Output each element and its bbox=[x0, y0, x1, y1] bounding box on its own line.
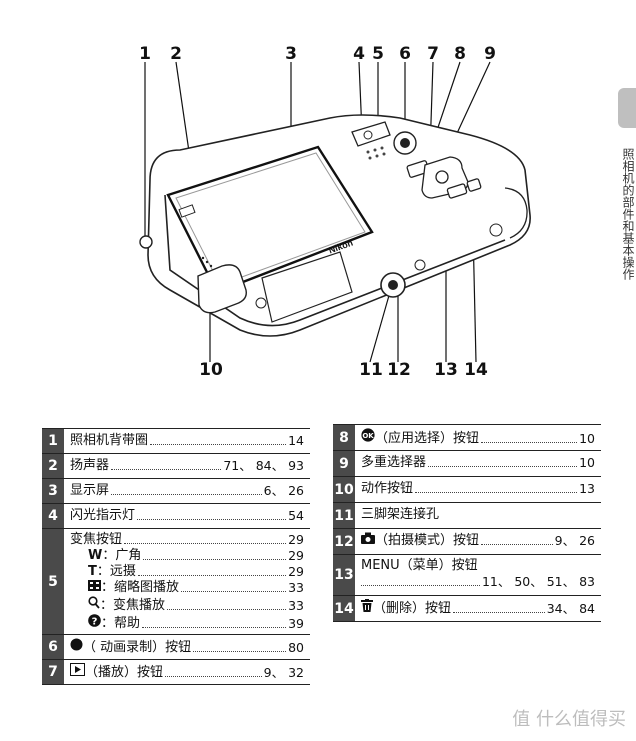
table-row: 6 （ 动画录制）按钮 80 bbox=[42, 635, 310, 660]
page-ref: 34、 84 bbox=[546, 601, 595, 616]
row-number: 2 bbox=[42, 454, 64, 478]
part-label: 显示屏 bbox=[70, 483, 110, 498]
table-row: 7 （播放）按钮 9、 32 bbox=[42, 660, 310, 685]
part-label: 三脚架连接孔 bbox=[361, 507, 440, 522]
part-label: （播放）按钮 bbox=[85, 665, 164, 680]
zoom-playback-icon bbox=[88, 596, 100, 614]
callout-1: 1 bbox=[139, 44, 151, 64]
part-label: MENU（菜单）按钮 bbox=[361, 558, 478, 573]
sub-label: ：远摄 bbox=[96, 564, 136, 579]
sub-label: ：广角 bbox=[102, 548, 142, 563]
part-label: （ 动画录制）按钮 bbox=[83, 640, 192, 655]
callout-7: 7 bbox=[427, 44, 439, 64]
thumbnail-icon bbox=[88, 580, 101, 596]
playback-icon bbox=[70, 663, 85, 681]
sub-label: ：变焦播放 bbox=[100, 598, 166, 613]
page-ref: 80 bbox=[288, 640, 304, 655]
row-number: 1 bbox=[42, 429, 64, 453]
part-label: 动作按钮 bbox=[361, 481, 414, 496]
camera-mode-icon bbox=[361, 532, 375, 549]
record-dot-icon bbox=[70, 638, 83, 656]
table-row: 4 闪光指示灯 54 bbox=[42, 504, 310, 529]
row-number: 6 bbox=[42, 635, 64, 659]
row-number: 11 bbox=[333, 503, 355, 528]
row-number: 8 bbox=[333, 425, 355, 450]
tele-symbol: T bbox=[88, 564, 97, 579]
table-row: 2 扬声器 71、 84、 93 bbox=[42, 454, 310, 479]
part-label: 变焦按钮 bbox=[70, 532, 123, 547]
page-ref: 39 bbox=[288, 616, 304, 631]
table-row: 8 OK（应用选择）按钮 10 bbox=[333, 425, 601, 451]
page-ref: 6、 26 bbox=[263, 483, 304, 498]
page-ref: 29 bbox=[288, 548, 304, 563]
part-label: 多重选择器 bbox=[361, 455, 427, 470]
callout-9: 9 bbox=[484, 44, 496, 64]
row-number: 3 bbox=[42, 479, 64, 503]
table-row: 3 显示屏 6、 26 bbox=[42, 479, 310, 504]
watermark: 值 什么值得买 bbox=[512, 709, 626, 730]
callout-2: 2 bbox=[170, 44, 182, 64]
wide-symbol: W bbox=[88, 548, 103, 563]
part-label: （拍摄模式）按钮 bbox=[375, 533, 480, 548]
parts-table-right: 8 OK（应用选择）按钮 10 9 多重选择器 10 10 动作按钮 13 11 三脚… bbox=[333, 424, 601, 622]
callout-10: 10 bbox=[199, 360, 223, 380]
parts-table-left: 1 照相机背带圈 14 2 扬声器 71、 84、 93 3 显示屏 6、 26 4 … bbox=[42, 428, 310, 685]
help-icon: ? bbox=[88, 614, 101, 632]
row-number: 5 bbox=[42, 529, 64, 634]
page-ref: 11、 50、 51、 83 bbox=[481, 574, 595, 589]
page-ref: 10 bbox=[579, 455, 595, 470]
ok-icon: OK bbox=[361, 428, 375, 447]
page-ref: 10 bbox=[579, 431, 595, 446]
part-label: 扬声器 bbox=[70, 458, 110, 473]
svg-text:OK: OK bbox=[362, 432, 374, 440]
page-ref: 54 bbox=[288, 508, 304, 523]
page-ref: 29 bbox=[288, 564, 304, 579]
page-ref: 29 bbox=[288, 532, 304, 547]
part-label: （删除）按钮 bbox=[373, 601, 452, 616]
page-ref: 14 bbox=[288, 433, 304, 448]
table-row: 14 （删除）按钮 34、 84 bbox=[333, 596, 601, 622]
page-ref: 9、 32 bbox=[263, 665, 304, 680]
callout-12: 12 bbox=[387, 360, 411, 380]
section-side-label: 照相机的部件和基本操作 bbox=[621, 148, 635, 280]
row-number: 7 bbox=[42, 660, 64, 684]
row-number: 10 bbox=[333, 477, 355, 502]
part-label: （应用选择）按钮 bbox=[375, 431, 480, 446]
callout-14: 14 bbox=[464, 360, 488, 380]
page-ref: 33 bbox=[288, 598, 304, 613]
row-number: 14 bbox=[333, 596, 355, 621]
table-row: 9 多重选择器 10 bbox=[333, 451, 601, 477]
part-label: 闪光指示灯 bbox=[70, 508, 136, 523]
camera-diagram: Nikon bbox=[139, 61, 531, 363]
sub-label: ：帮助 bbox=[101, 616, 141, 631]
page-ref: 71、 84、 93 bbox=[223, 458, 304, 473]
table-row: 10 动作按钮 13 bbox=[333, 477, 601, 503]
callout-11: 11 bbox=[359, 360, 383, 380]
page-ref: 33 bbox=[288, 580, 304, 595]
page-ref: 9、 26 bbox=[554, 533, 595, 548]
part-label: 照相机背带圈 bbox=[70, 433, 149, 448]
svg-text:?: ? bbox=[92, 617, 98, 628]
callout-5: 5 bbox=[372, 44, 384, 64]
callout-3: 3 bbox=[285, 44, 297, 64]
table-row: 1 照相机背带圈 14 bbox=[42, 429, 310, 454]
trash-icon bbox=[361, 599, 373, 617]
table-row: 12 （拍摄模式）按钮 9、 26 bbox=[333, 529, 601, 555]
row-number: 9 bbox=[333, 451, 355, 476]
table-row: 11 三脚架连接孔 bbox=[333, 503, 601, 529]
callout-4: 4 bbox=[353, 44, 365, 64]
page-ref: 13 bbox=[579, 481, 595, 496]
callout-6: 6 bbox=[399, 44, 411, 64]
row-number: 13 bbox=[333, 555, 355, 595]
row-number: 12 bbox=[333, 529, 355, 554]
row-number: 4 bbox=[42, 504, 64, 528]
callout-13: 13 bbox=[434, 360, 458, 380]
sub-label: ：缩略图播放 bbox=[101, 580, 180, 595]
table-row: 13 MENU（菜单）按钮 11、 50、 51、 83 bbox=[333, 555, 601, 596]
callout-8: 8 bbox=[454, 44, 466, 64]
section-tab bbox=[618, 88, 636, 128]
